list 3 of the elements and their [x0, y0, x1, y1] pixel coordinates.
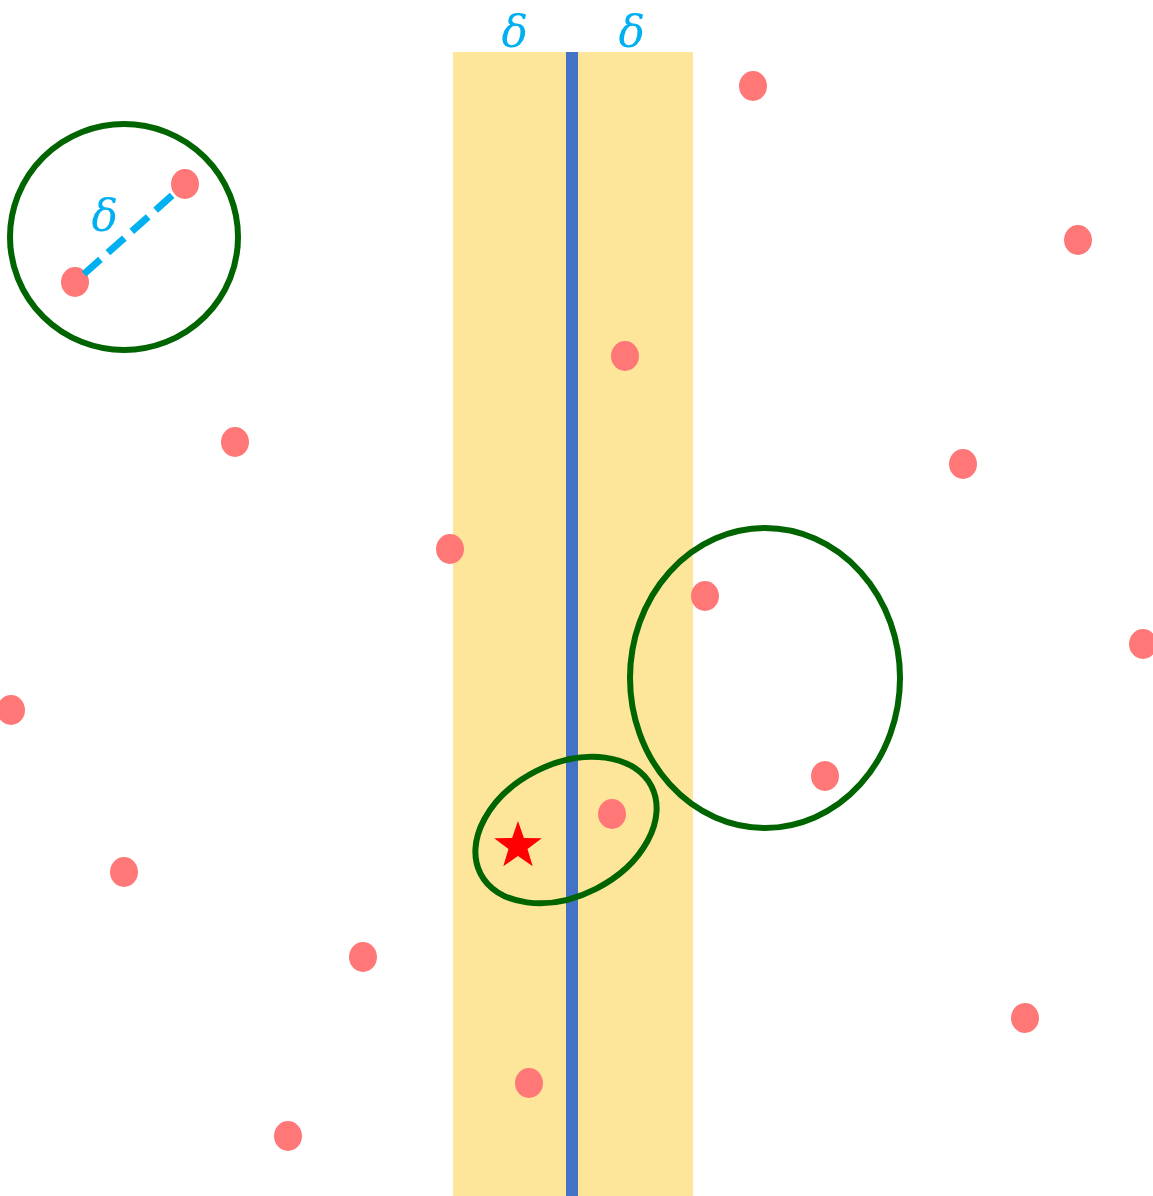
delta-label: δ — [618, 10, 645, 54]
delta-label: δ — [91, 194, 118, 238]
delta-label: δ — [501, 10, 528, 54]
